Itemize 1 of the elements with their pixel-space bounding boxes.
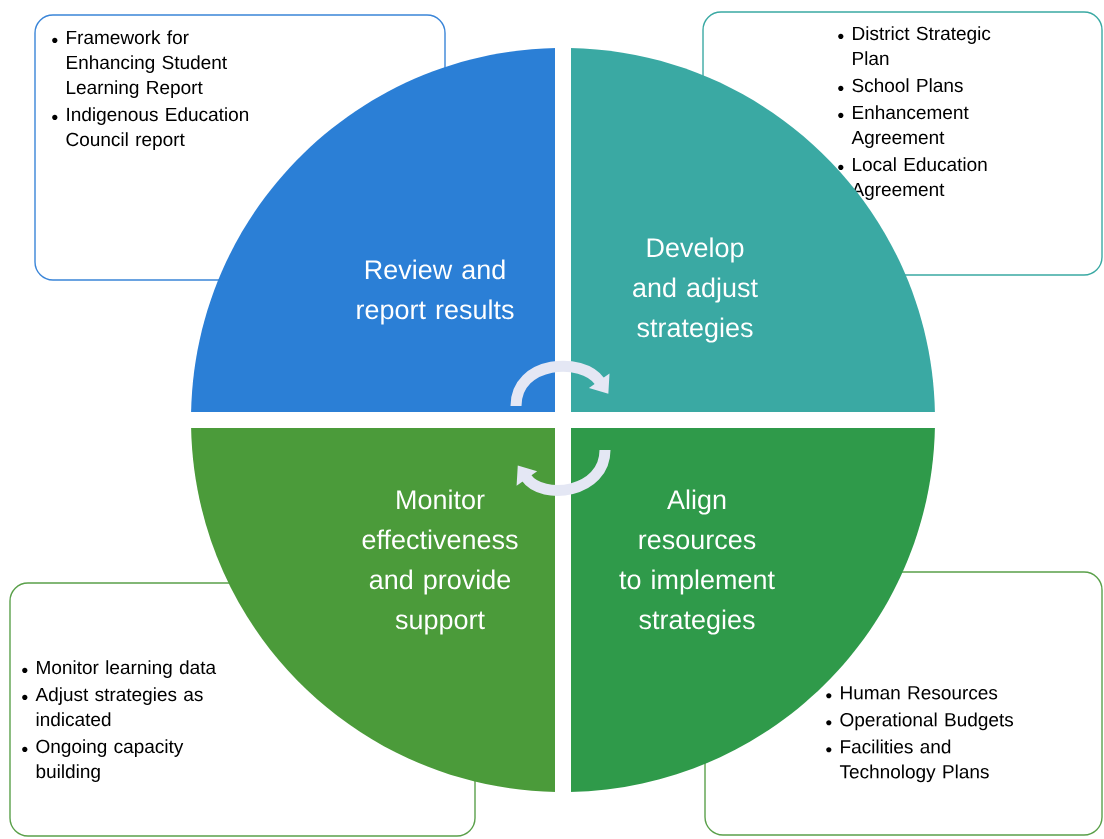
bullet-item: Ongoing capacity building <box>22 739 184 782</box>
